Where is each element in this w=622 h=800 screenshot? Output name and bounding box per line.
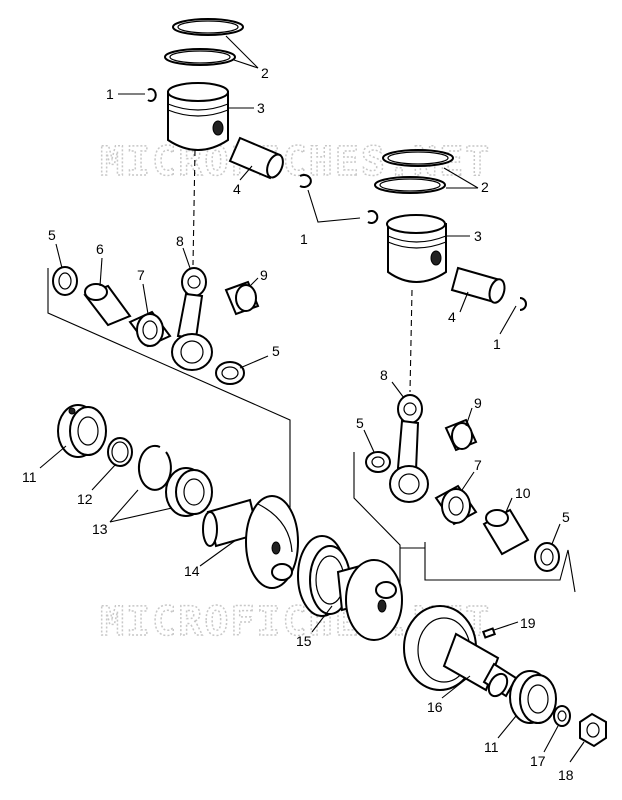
callout-10: 10 bbox=[515, 485, 531, 501]
callout-15: 15 bbox=[296, 633, 312, 649]
callout-7: 7 bbox=[137, 267, 145, 283]
callout-1: 1 bbox=[493, 336, 501, 352]
seal-left-lower bbox=[215, 361, 245, 385]
callout-5: 5 bbox=[272, 343, 280, 359]
spacer-left bbox=[83, 283, 132, 327]
callout-9: 9 bbox=[474, 395, 482, 411]
piston-rings-left bbox=[164, 18, 244, 66]
circlip-right-pin bbox=[519, 297, 527, 311]
spacer-right bbox=[482, 508, 530, 556]
callout-7: 7 bbox=[474, 457, 482, 473]
callout-4: 4 bbox=[233, 181, 241, 197]
needle-bearing-left-main bbox=[128, 310, 172, 348]
crankshaft-half-16 bbox=[403, 605, 518, 698]
callout-2: 2 bbox=[481, 179, 489, 195]
seal-right-upper bbox=[365, 451, 391, 473]
callout-13: 13 bbox=[92, 521, 108, 537]
callout-3: 3 bbox=[257, 100, 265, 116]
connecting-rod-left bbox=[171, 267, 213, 371]
piston-pin-right bbox=[450, 266, 506, 304]
crankshaft-center-15 bbox=[297, 535, 403, 641]
seal-right-lower bbox=[534, 542, 560, 572]
callout-11: 11 bbox=[484, 739, 499, 755]
callout-5: 5 bbox=[562, 509, 570, 525]
woodruff-key-19 bbox=[481, 627, 497, 639]
needle-bearing-right-small bbox=[444, 418, 478, 452]
needle-bearing-right-main bbox=[434, 484, 478, 526]
callout-4: 4 bbox=[448, 309, 456, 325]
snap-ring-left bbox=[107, 437, 133, 467]
piston-rings-right bbox=[374, 149, 454, 194]
crankshaft-half-14 bbox=[202, 495, 299, 589]
piston-pin-left bbox=[228, 136, 284, 180]
callout-6: 6 bbox=[96, 241, 104, 257]
callout-5: 5 bbox=[356, 415, 364, 431]
circlip-left-top bbox=[147, 88, 157, 102]
circlip-right-top bbox=[367, 210, 379, 224]
main-bearing-left bbox=[57, 404, 107, 458]
callout-1: 1 bbox=[300, 231, 308, 247]
callout-3: 3 bbox=[474, 228, 482, 244]
retaining-ring-left bbox=[137, 444, 172, 491]
washer-17 bbox=[553, 705, 571, 727]
needle-bearing-left-small bbox=[224, 280, 260, 316]
seal-left bbox=[52, 266, 78, 296]
connecting-rod-right bbox=[389, 394, 429, 503]
callout-11: 11 bbox=[22, 469, 37, 485]
piston-right bbox=[386, 214, 447, 283]
callout-12: 12 bbox=[77, 491, 93, 507]
circlip-left-pin bbox=[299, 174, 312, 188]
callout-18: 18 bbox=[558, 767, 574, 783]
leader-lines bbox=[39, 35, 585, 763]
callout-19: 19 bbox=[520, 615, 536, 631]
callout-8: 8 bbox=[380, 367, 388, 383]
callout-14: 14 bbox=[184, 563, 200, 579]
callout-1: 1 bbox=[106, 86, 114, 102]
piston-left bbox=[167, 82, 229, 151]
main-bearing-right bbox=[509, 670, 557, 724]
callout-2: 2 bbox=[261, 65, 269, 81]
bearing-13-left bbox=[165, 467, 213, 517]
callout-9: 9 bbox=[260, 267, 268, 283]
callout-8: 8 bbox=[176, 233, 184, 249]
callout-16: 16 bbox=[427, 699, 443, 715]
callout-5: 5 bbox=[48, 227, 56, 243]
callout-17: 17 bbox=[530, 753, 546, 769]
nut-18 bbox=[579, 712, 607, 748]
